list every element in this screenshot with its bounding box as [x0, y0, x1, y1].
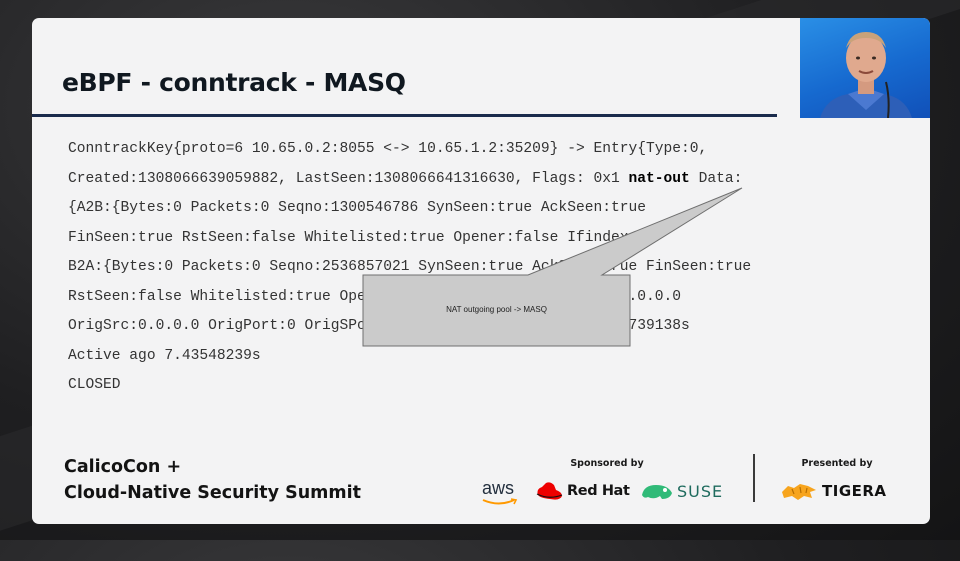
tigera-logo: TIGERA [780, 480, 886, 502]
callout-text: NAT outgoing pool -> MASQ [446, 305, 547, 314]
suse-wordmark: SUSE [677, 482, 724, 501]
redhat-wordmark: Red Hat [567, 483, 630, 499]
redhat-logo: Red Hat [534, 481, 630, 503]
calicocon-logo: CalicoCon + Cloud-Native Security Summit [64, 454, 361, 506]
tigera-wordmark: TIGERA [822, 482, 887, 500]
aws-smile-icon [482, 498, 518, 505]
code-line: B2A:{Bytes:0 Packets:0 Seqno:2536857021 … [68, 259, 752, 275]
aws-logo: aws [482, 478, 520, 505]
code-line: Created:1308066639059882, LastSeen:13080… [68, 170, 743, 187]
suse-logo: SUSE [640, 481, 722, 503]
calicocon-line1: CalicoCon + [64, 457, 182, 477]
conntrack-output: ConntrackKey{proto=6 10.65.0.2:8055 <-> … [68, 135, 751, 401]
title-underline [32, 114, 777, 117]
aws-wordmark: aws [482, 478, 515, 498]
sponsored-by-label: Sponsored by [570, 458, 644, 469]
calicocon-line2: Cloud-Native Security Summit [64, 483, 361, 503]
suse-chameleon-icon [642, 485, 672, 499]
code-line: OrigSrc:0.0.0.0 OrigPort:0 OrigSPort:0 T… [68, 318, 690, 334]
code-line: FinSeen:true RstSeen:false Whitelisted:t… [68, 229, 655, 246]
speaker-icon [820, 32, 912, 118]
code-line: Active ago 7.43548239s [68, 347, 261, 364]
presented-by-label: Presented by [801, 458, 873, 469]
speaker-webcam [800, 18, 930, 118]
footer-divider [753, 454, 755, 502]
code-line: CLOSED [68, 377, 121, 393]
tigera-tiger-icon [782, 484, 816, 500]
redhat-hat-icon [536, 482, 563, 500]
code-line: ConntrackKey{proto=6 10.65.0.2:8055 <-> … [68, 141, 708, 157]
slide: eBPF - conntrack - MASQ ConntrackKey{pro… [32, 18, 930, 524]
footer: CalicoCon + Cloud-Native Security Summit… [32, 448, 930, 524]
slide-title: eBPF - conntrack - MASQ [62, 68, 406, 97]
nat-out-flag: nat-out [628, 170, 690, 187]
code-line: {A2B:{Bytes:0 Packets:0 Seqno:1300546786… [68, 200, 647, 216]
